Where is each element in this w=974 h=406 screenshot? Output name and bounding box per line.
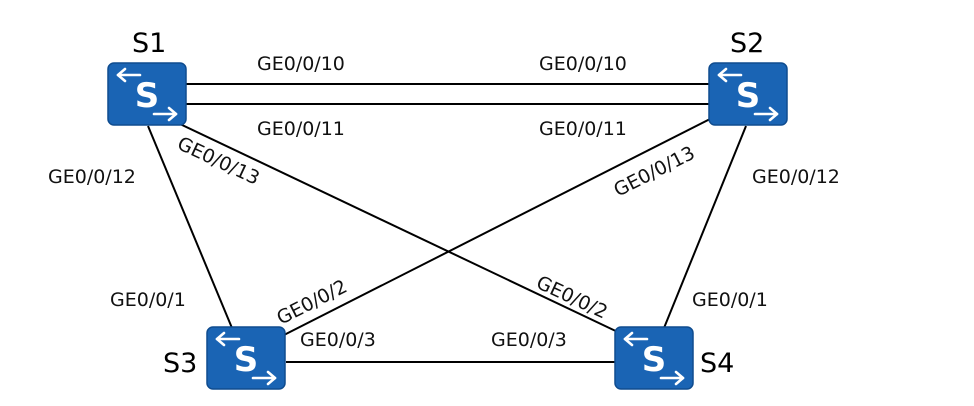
link-s2-s4 [663, 125, 747, 329]
port-label-s3-ge0-0-1: GE0/0/1 [110, 289, 186, 311]
switch-name-s4: S4 [700, 348, 734, 379]
link-s1-s3 [147, 125, 233, 329]
switch-s4[interactable]: S [613, 325, 695, 391]
port-label-s2-ge0-0-10: GE0/0/10 [539, 53, 627, 75]
links [147, 83, 747, 363]
switch-name-s2: S2 [730, 28, 764, 59]
switch-name-s1: S1 [132, 28, 166, 59]
switch-s1[interactable]: S [106, 61, 188, 127]
port-label-s1-ge0-0-11: GE0/0/11 [257, 118, 345, 140]
switch-s3[interactable]: S [205, 325, 287, 391]
port-label-s1-ge0-0-10: GE0/0/10 [257, 53, 345, 75]
port-label-s4-ge0-0-1: GE0/0/1 [692, 289, 768, 311]
switch-symbol: S [135, 76, 160, 116]
link-s2-s3 [281, 117, 713, 337]
switch-symbol: S [642, 340, 667, 380]
port-label-s2-ge0-0-11: GE0/0/11 [539, 118, 627, 140]
port-label-s2-ge0-0-13: GE0/0/13 [610, 142, 698, 202]
port-label-s3-ge0-0-3: GE0/0/3 [300, 329, 376, 351]
switch-name-s3: S3 [163, 348, 197, 379]
port-label-s2-ge0-0-12: GE0/0/12 [752, 166, 840, 188]
port-label-s1-ge0-0-12: GE0/0/12 [48, 166, 136, 188]
switch-symbol: S [234, 340, 259, 380]
port-label-s4-ge0-0-3: GE0/0/3 [491, 329, 567, 351]
switch-symbol: S [736, 76, 761, 116]
link-s1-s4 [179, 123, 623, 335]
switch-s2[interactable]: S [707, 61, 789, 127]
